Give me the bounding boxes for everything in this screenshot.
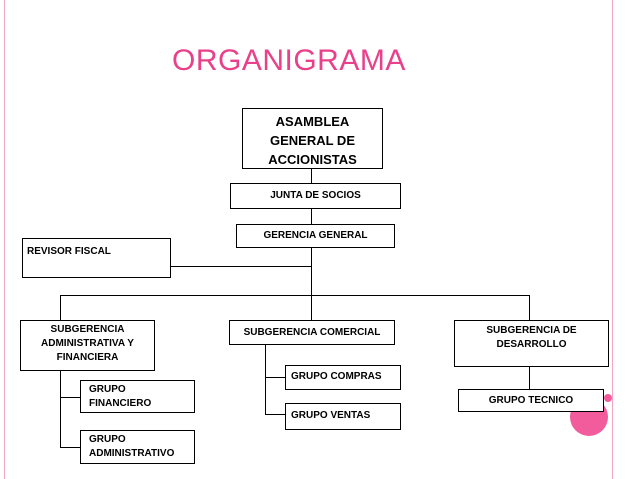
connector-grupo-tecnico — [529, 366, 530, 390]
connector-comercial-groups-vertical — [265, 344, 266, 415]
connector-branch-horizontal — [60, 295, 530, 296]
decorative-dot-small — [604, 394, 612, 402]
page-title: ORGANIGRAMA — [172, 44, 406, 77]
connector-grupo-compras — [265, 377, 285, 378]
frame-left-line — [4, 0, 5, 479]
node-sub-admin: SUBGERENCIA ADMINISTRATIVA Y FINANCIERA — [20, 320, 155, 371]
node-grupo-tecnico: GRUPO TECNICO — [458, 389, 604, 412]
node-grupo-administrativo: GRUPO ADMINISTRATIVO — [80, 430, 195, 464]
connector-admin-groups-vertical — [60, 370, 61, 448]
connector-admin-drop — [60, 295, 61, 321]
node-asamblea: ASAMBLEA GENERAL DE ACCIONISTAS — [242, 108, 383, 169]
node-sub-desarrollo: SUBGERENCIA DE DESARROLLO — [454, 320, 609, 367]
connector-revisor-horizontal — [170, 266, 312, 267]
node-grupo-financiero: GRUPO FINANCIERO — [80, 380, 195, 413]
node-gerencia: GERENCIA GENERAL — [236, 224, 395, 248]
node-grupo-compras: GRUPO COMPRAS — [285, 365, 401, 390]
frame-right-line — [612, 0, 613, 479]
connector-grupo-administrativo — [60, 447, 80, 448]
connector-grupo-ventas — [265, 414, 285, 415]
connector-comercial-drop — [311, 295, 312, 321]
node-sub-comercial: SUBGERENCIA COMERCIAL — [229, 320, 395, 345]
node-grupo-ventas: GRUPO VENTAS — [285, 403, 401, 430]
connector-desarrollo-drop — [529, 295, 530, 321]
node-revisor: REVISOR FISCAL — [22, 238, 171, 278]
connector-grupo-financiero — [60, 397, 80, 398]
node-junta: JUNTA DE SOCIOS — [230, 183, 401, 209]
